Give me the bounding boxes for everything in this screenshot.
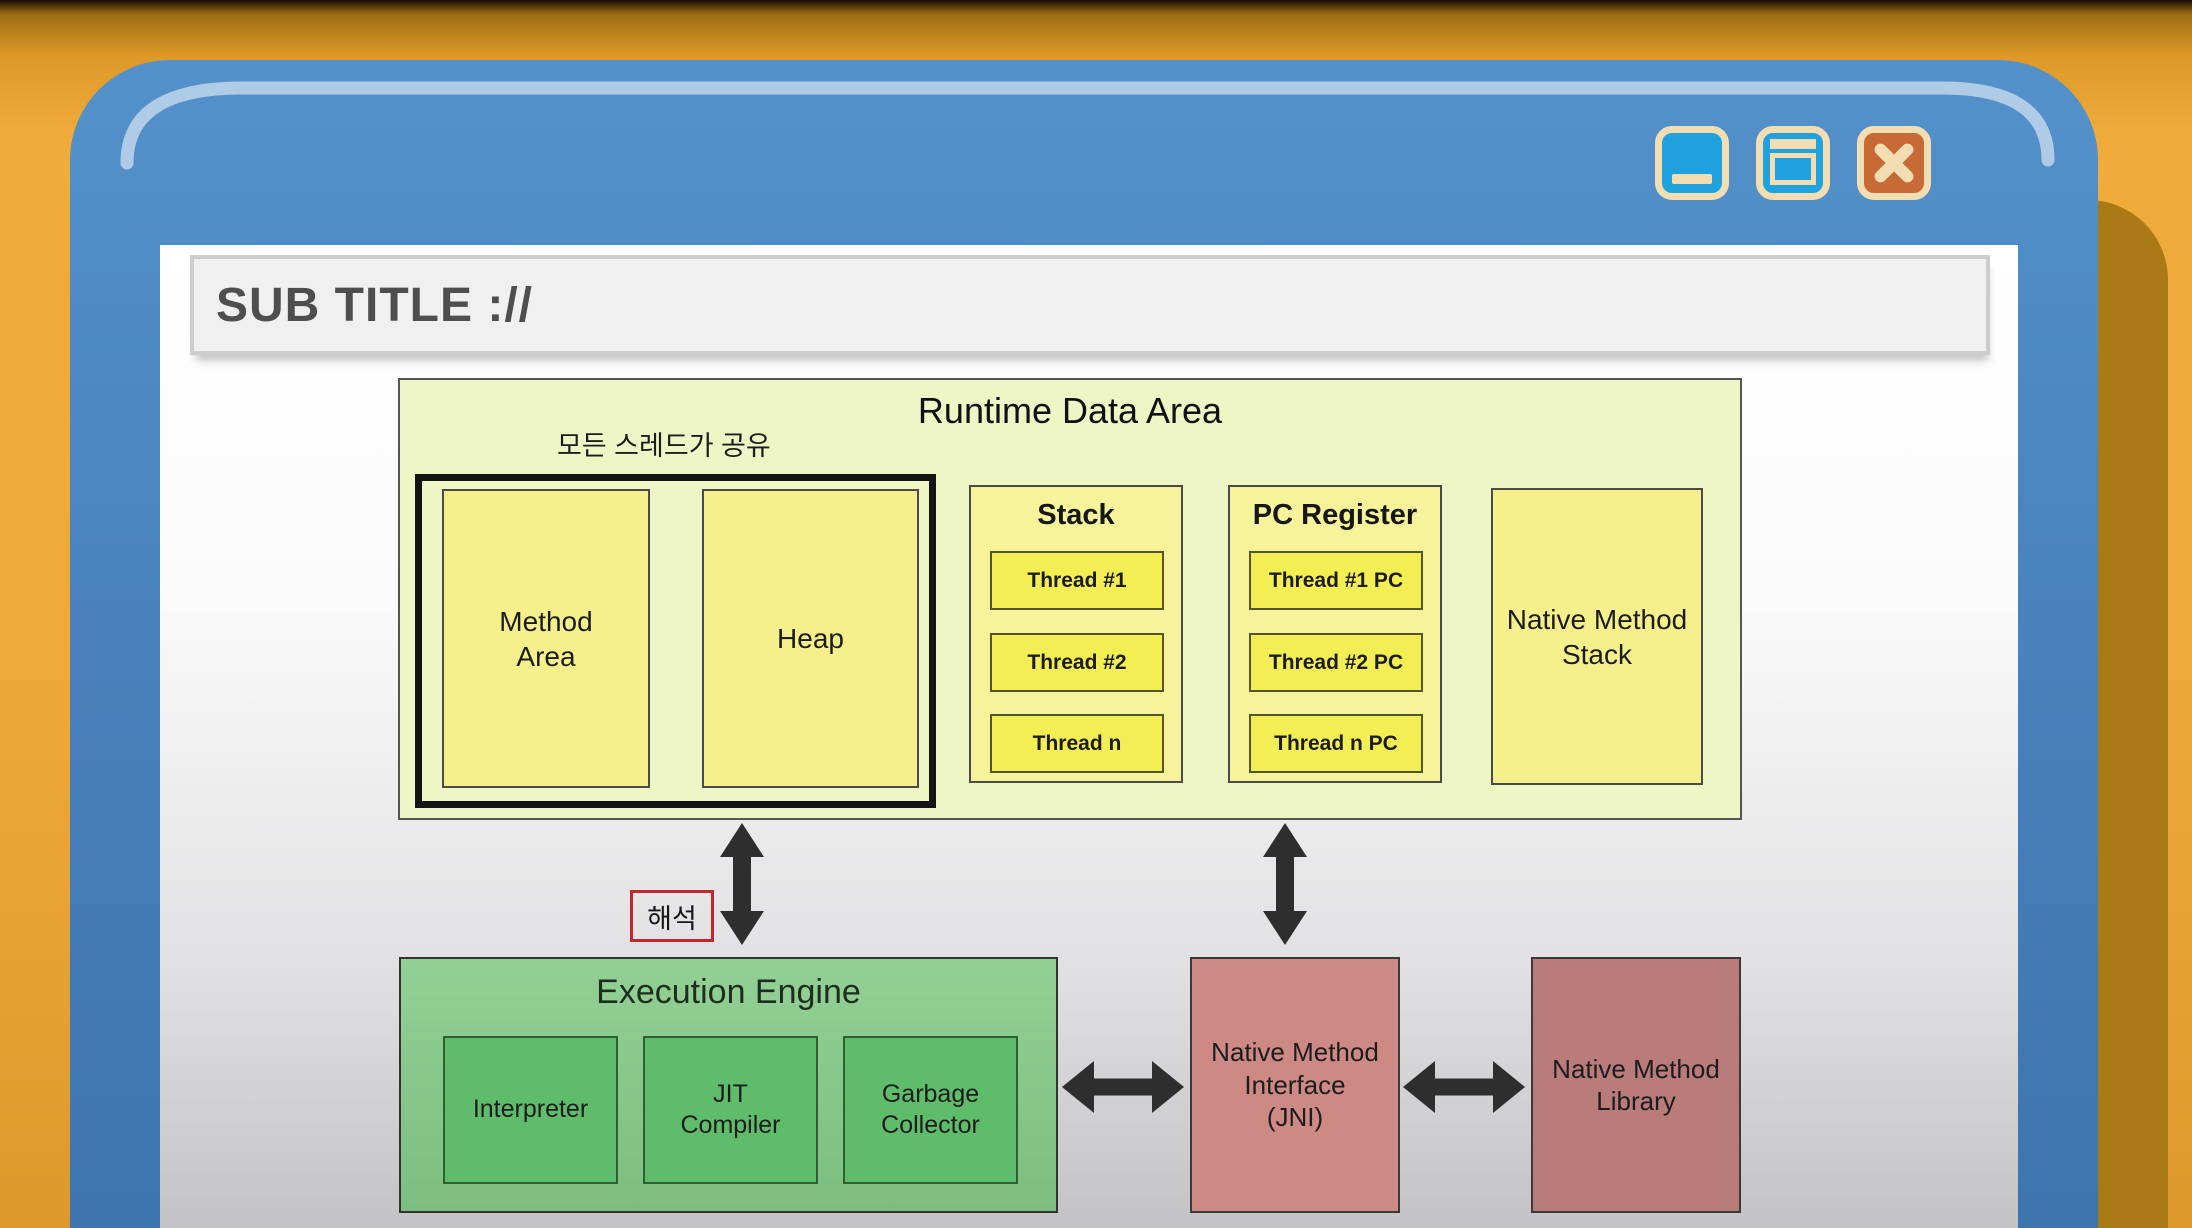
close-icon [1864,133,1924,193]
stack-thread-row: Thread n [990,714,1164,773]
engine-jni-arrow [1062,1058,1184,1116]
close-button[interactable] [1857,126,1931,200]
runtime-engine-arrow [710,823,774,945]
native-method-interface-box: Native Method Interface (JNI) [1190,957,1400,1213]
stack-group: Stack Thread #1 Thread #2 Thread n [969,485,1183,783]
pc-register-title: PC Register [1252,499,1418,531]
subtitle-text: SUB TITLE :// [216,278,533,332]
execution-engine-title: Execution Engine [596,973,861,1011]
minimize-icon [1672,174,1712,184]
stack-thread-row: Thread #1 [990,551,1164,610]
maximize-icon [1763,133,1823,193]
shared-region-sketch-border [415,474,936,808]
native-method-library-box: Native Method Library [1531,957,1741,1213]
subtitle-bar: SUB TITLE :// [190,255,1990,355]
interpreter-box: Interpreter [443,1036,618,1184]
jni-library-arrow [1403,1058,1525,1116]
runtime-data-area-panel: Runtime Data Area 모든 스레드가 공유 Method Area… [398,378,1742,820]
stack-title: Stack [1037,499,1115,531]
pc-register-thread-row: Thread #1 PC [1249,551,1423,610]
window-controls [1655,126,1931,200]
heap-box: Heap [702,489,919,788]
method-area-box: Method Area [442,489,650,788]
native-method-stack-box: Native Method Stack [1491,488,1703,785]
interpretation-label: 해석 [630,890,714,942]
shared-threads-label: 모든 스레드가 공유 [557,431,771,461]
runtime-data-area-title: Runtime Data Area [917,390,1223,431]
minimize-button[interactable] [1655,126,1729,200]
pc-register-thread-row: Thread n PC [1249,714,1423,773]
execution-engine-panel: Execution Engine Interpreter JIT Compile… [399,957,1058,1213]
runtime-jni-arrow [1253,823,1317,945]
maximize-button[interactable] [1756,126,1830,200]
pc-register-thread-row: Thread #2 PC [1249,633,1423,692]
pc-register-group: PC Register Thread #1 PC Thread #2 PC Th… [1228,485,1442,783]
stack-thread-row: Thread #2 [990,633,1164,692]
garbage-collector-box: Garbage Collector [843,1036,1018,1184]
content-area: SUB TITLE :// Runtime Data Area 모든 스레드가 … [160,245,2018,1228]
jit-compiler-box: JIT Compiler [643,1036,818,1184]
